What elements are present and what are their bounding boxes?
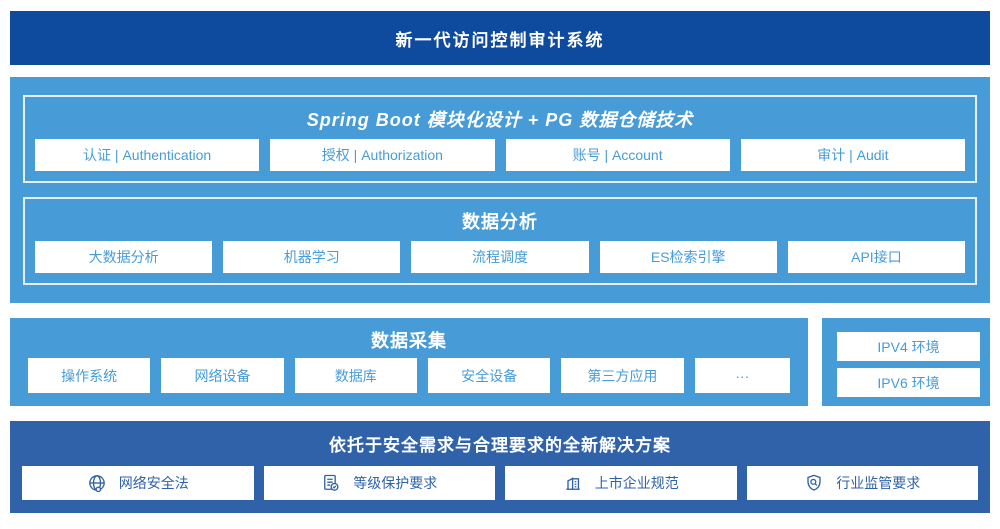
solution-industry-regulation: 行业监管要求 [746, 466, 978, 500]
system-title-banner: 新一代访问控制审计系统 [10, 11, 990, 65]
system-title: 新一代访问控制审计系统 [395, 30, 605, 50]
module-api: API接口 [787, 241, 966, 273]
data-collection-block: 数据采集 操作系统 网络设备 数据库 安全设备 第三方应用 ··· [10, 318, 808, 406]
module-account: 账号 | Account [505, 139, 730, 171]
source-third-party-app: 第三方应用 [561, 358, 684, 393]
springboot-section-title: Spring Boot 模块化设计 + PG 数据仓储技术 [306, 110, 694, 130]
module-flow-scheduling: 流程调度 [411, 241, 589, 273]
module-authorization: 授权 | Authorization [270, 139, 495, 171]
module-authentication: 认证 | Authentication [35, 139, 260, 171]
data-analysis-section: 数据分析 大数据分析 机器学习 流程调度 ES检索引擎 API接口 [23, 197, 977, 285]
source-security-device: 安全设备 [427, 358, 551, 393]
solution-item-label: 网络安全法 [118, 475, 189, 491]
module-es-search: ES检索引擎 [599, 241, 777, 273]
solution-listed-company: 上市企业规范 [505, 466, 737, 500]
shield-search-icon [804, 473, 824, 493]
solution-item-label: 行业监管要求 [836, 475, 921, 491]
module-machine-learning: 机器学习 [223, 241, 401, 273]
module-audit: 审计 | Audit [740, 139, 965, 171]
source-ellipsis: ··· [694, 358, 790, 393]
solution-block: 依托于安全需求与合理要求的全新解决方案 网络安全法 [10, 421, 990, 513]
ipv4-environment: IPV4 环境 [837, 332, 980, 361]
document-check-icon [321, 473, 341, 493]
solution-row: 网络安全法 等级保护要求 [22, 466, 978, 500]
data-analysis-module-row: 大数据分析 机器学习 流程调度 ES检索引擎 API接口 [35, 241, 966, 273]
ipv6-environment: IPV6 环境 [837, 368, 980, 397]
springboot-module-row: 认证 | Authentication 授权 | Authorization 账… [35, 139, 965, 171]
data-source-row: 操作系统 网络设备 数据库 安全设备 第三方应用 ··· [28, 358, 790, 393]
solution-title: 依托于安全需求与合理要求的全新解决方案 [329, 436, 671, 455]
building-icon [563, 473, 583, 493]
data-collection-title: 数据采集 [371, 331, 447, 351]
module-bigdata-analysis: 大数据分析 [35, 241, 213, 273]
solution-graded-protection: 等级保护要求 [263, 466, 495, 500]
data-analysis-title: 数据分析 [462, 212, 538, 232]
solution-cybersecurity-law: 网络安全法 [22, 466, 254, 500]
solution-item-label: 等级保护要求 [353, 475, 438, 491]
springboot-section: Spring Boot 模块化设计 + PG 数据仓储技术 认证 | Authe… [23, 95, 977, 183]
platform-block: Spring Boot 模块化设计 + PG 数据仓储技术 认证 | Authe… [10, 77, 990, 303]
solution-item-label: 上市企业规范 [594, 475, 679, 491]
ipv-environment-panel: IPV4 环境 IPV6 环境 [822, 318, 990, 406]
source-database: 数据库 [294, 358, 417, 393]
source-network-device: 网络设备 [161, 358, 284, 393]
globe-icon [87, 473, 107, 493]
source-operating-system: 操作系统 [28, 358, 151, 393]
